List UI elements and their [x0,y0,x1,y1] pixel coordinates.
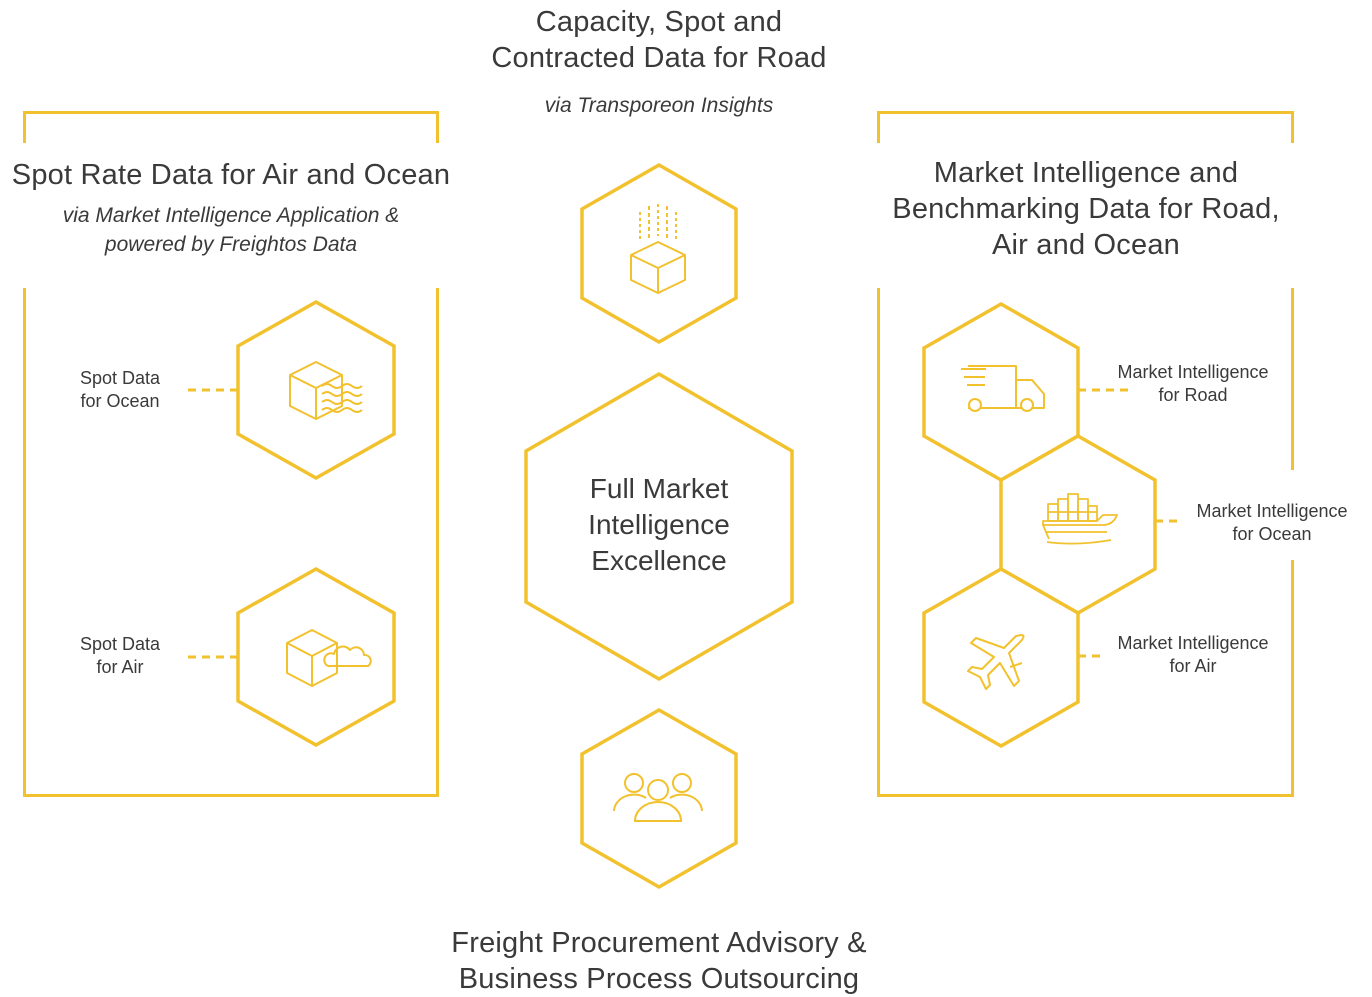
mi-air-hexagon [922,566,1080,749]
spot-ocean-label-line2: for Ocean [80,391,160,411]
spot-air-label-line2: for Air [96,657,144,677]
capacity-title-line1: Capacity, Spot and [535,6,783,38]
spot-air-label: Spot Data for Air [55,633,185,679]
left-bracket-bottom [23,288,439,797]
mi-ocean-label-line2: for Ocean [1232,524,1312,544]
mi-air-label-line1: Market Intelligence [1117,633,1269,653]
advisory-hexagon [580,707,738,890]
mi-air-label-line2: for Air [1169,656,1217,676]
advisory-title-line2: Business Process Outsourcing [458,963,860,995]
ship-icon [1042,493,1118,545]
left-title: Spot Rate Data for Air and Ocean [11,159,451,191]
mi-road-label-line2: for Road [1158,385,1228,405]
left-subtitle-line1: via Market Intelligence Application & [62,204,400,227]
mi-ocean-label: Market Intelligence for Ocean [1178,500,1366,546]
full-market-line3: Excellence [591,545,727,576]
right-title-line1: Market Intelligence and [933,157,1239,189]
left-subtitle-line2: powered by Freightos Data [104,233,358,256]
right-title-line3: Air and Ocean [992,229,1180,261]
mi-ocean-label-line1: Market Intelligence [1196,501,1348,521]
spot-air-label-line1: Spot Data [79,634,161,654]
full-market-line1: Full Market [589,473,729,504]
full-market-line2: Intelligence [588,509,730,540]
full-market-hexagon [524,371,794,682]
capacity-subtitle: via Transporeon Insights [544,94,774,117]
spot-air-hexagon [236,566,396,748]
right-bracket-top [877,111,1294,143]
capacity-hexagon [580,162,738,345]
airplane-icon [967,634,1025,690]
data-cube-icon [630,204,686,294]
people-icon [613,773,703,822]
advisory-title: Freight Procurement Advisory & Business … [400,925,918,997]
truck-icon [961,365,1045,412]
spot-ocean-label: Spot Data for Ocean [55,367,185,413]
advisory-title-line1: Freight Procurement Advisory & [451,927,867,959]
air-cargo-icon [286,629,372,687]
capacity-title-line2: Contracted Data for Road [491,42,827,74]
spot-ocean-label-line1: Spot Data [79,368,161,388]
left-subtitle: via Market Intelligence Application & po… [0,201,462,259]
ocean-cargo-icon [289,361,363,420]
right-title-line2: Benchmarking Data for Road, [892,193,1280,225]
full-market-text: Full Market Intelligence Excellence [540,471,778,579]
capacity-title: Capacity, Spot and Contracted Data for R… [430,4,888,76]
mi-road-label: Market Intelligence for Road [1098,361,1288,407]
mi-road-label-line1: Market Intelligence [1117,362,1269,382]
mi-air-label: Market Intelligence for Air [1098,632,1288,678]
right-title: Market Intelligence and Benchmarking Dat… [860,155,1312,263]
left-bracket-top [23,111,439,143]
